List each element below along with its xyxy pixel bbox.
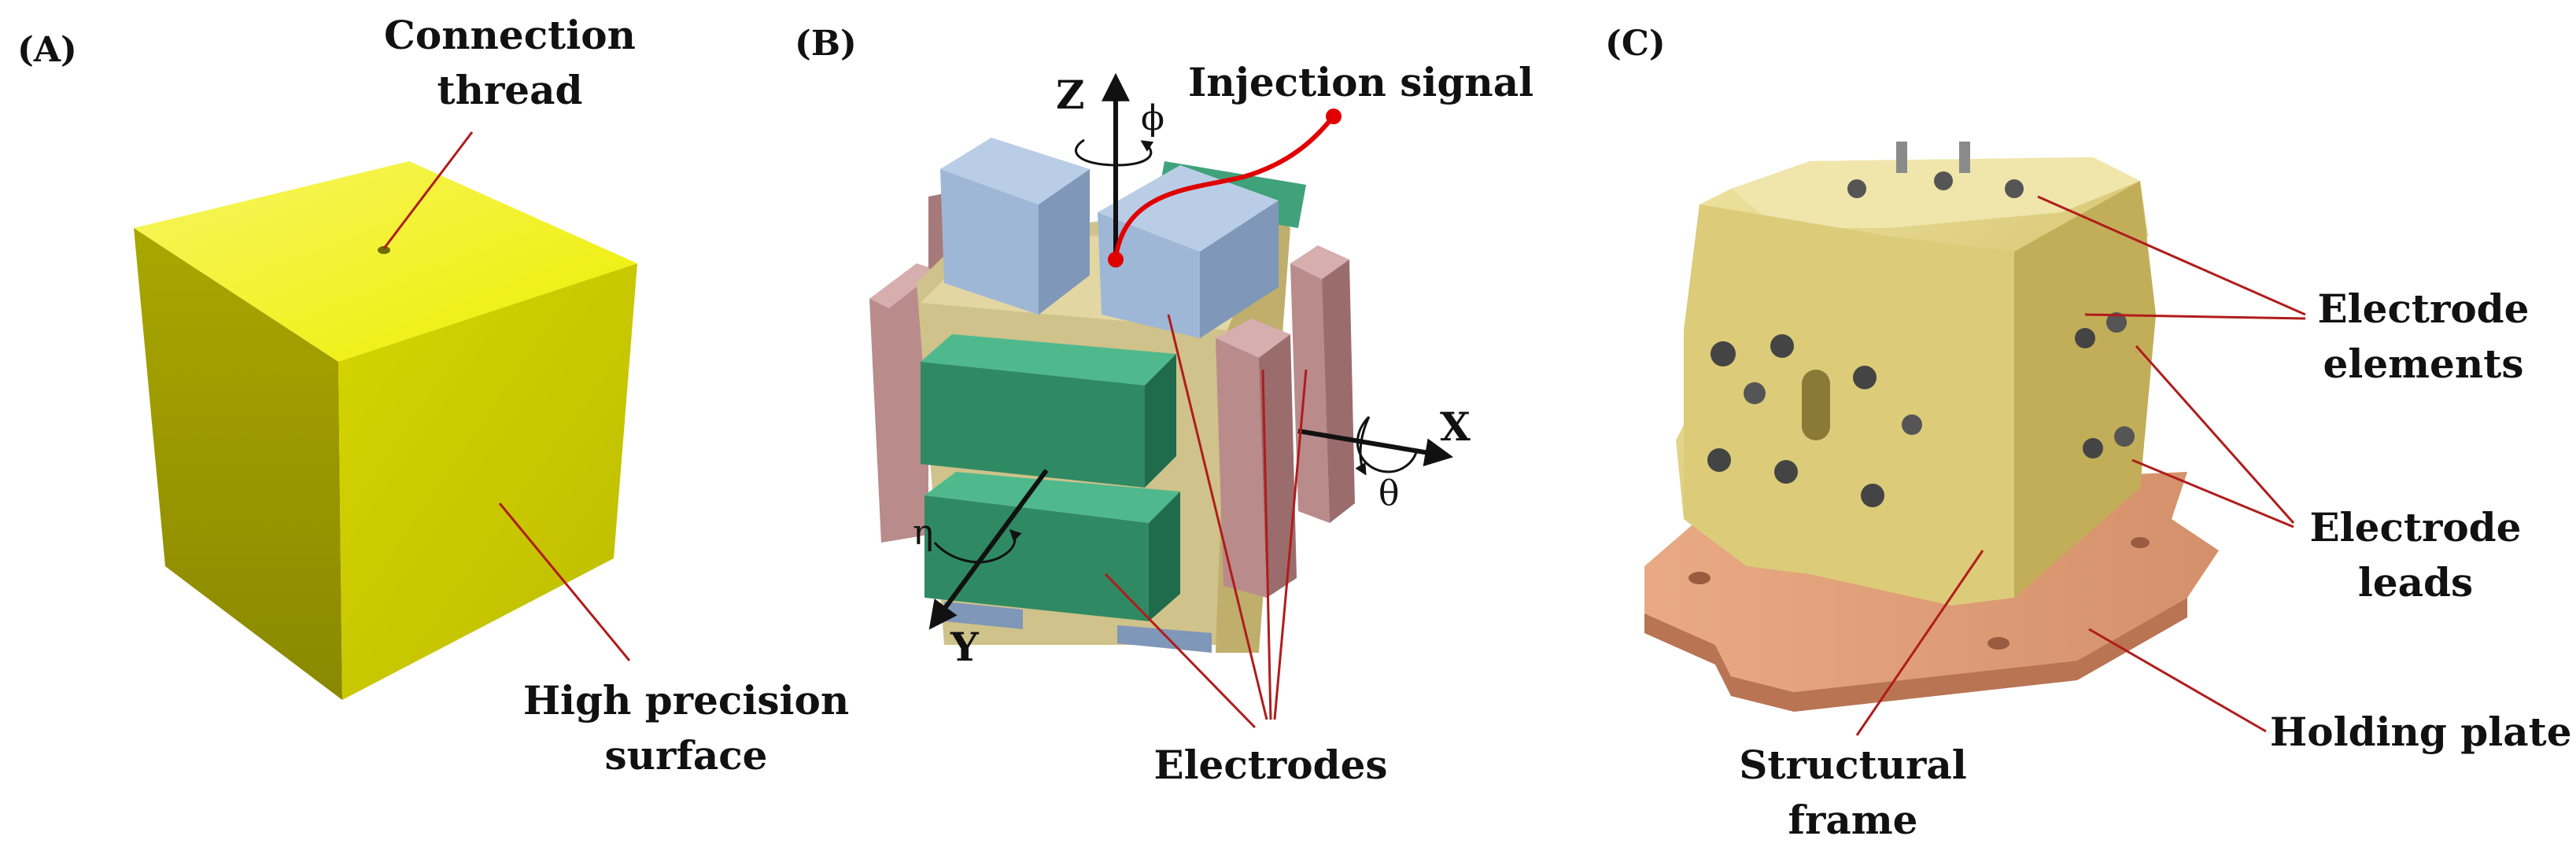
- electrode-elements-label-1: Electrode: [2318, 285, 2530, 332]
- theta-rotation-arrow: [1356, 415, 1418, 473]
- electrode-blue-right: [1098, 165, 1279, 338]
- holding-plate-leader: [2088, 628, 2267, 733]
- proof-mass-cube: [134, 161, 637, 700]
- electrode-pink-right-front: [1216, 319, 1297, 598]
- surface-leader: [498, 503, 631, 661]
- panel-a-label: (A): [17, 30, 77, 70]
- x-axis-label: X: [1440, 403, 1471, 450]
- electrode-bolts: [1707, 142, 2135, 507]
- thread-hole-icon: [378, 246, 390, 254]
- electrode-elements-leader-1: [2037, 195, 2306, 316]
- theta-label: θ: [1378, 473, 1400, 514]
- electrodes-leader-4: [1104, 573, 1257, 729]
- electrode-leads-leader-1: [2135, 345, 2295, 524]
- panel-c-label: (C): [1605, 24, 1666, 64]
- injection-signal-wire: [1113, 115, 1336, 259]
- electrodes-leader-3: [1273, 369, 1308, 720]
- electrode-leads-label-1: Electrode: [2310, 504, 2522, 551]
- eta-rotation-arrow: [933, 528, 1022, 564]
- surface-label-2: surface: [604, 732, 767, 779]
- electrode-blue-left: [940, 138, 1090, 315]
- electrode-leads-label-2: leads: [2358, 559, 2473, 606]
- panel-c: (C): [1605, 24, 2572, 843]
- electrode-green-front-upper: [921, 334, 1176, 488]
- y-axis-arrow: [928, 469, 1049, 630]
- signal-source-icon: [1326, 109, 1342, 124]
- y-axis-label: Y: [950, 624, 980, 670]
- z-axis-label: Z: [1056, 72, 1085, 118]
- structural-frame-label-1: Structural: [1739, 742, 1967, 788]
- electrodes-label: Electrodes: [1153, 742, 1387, 788]
- connection-thread-leader: [382, 131, 474, 249]
- injection-point-icon: [1108, 252, 1124, 267]
- electrode-leads-leader-2: [2131, 458, 2294, 528]
- panel-b-label: (B): [795, 24, 857, 64]
- panel-a: (A) Connection thread High precision sur…: [17, 12, 849, 779]
- x-axis-arrow: [1297, 429, 1454, 466]
- holding-plate-label: Holding plate: [2270, 709, 2572, 755]
- cube-right-face: [338, 263, 637, 700]
- panel-b: (B): [795, 24, 1533, 788]
- surface-label-1: High precision: [523, 677, 849, 724]
- electrode-elements-label-2: elements: [2323, 341, 2524, 387]
- connection-thread-label-1: Connection: [384, 12, 636, 58]
- phi-rotation-arrow: [1075, 138, 1154, 167]
- phi-label: ϕ: [1141, 98, 1164, 138]
- electrodes-leader-2: [1261, 369, 1272, 720]
- electrodes-leader-1: [1167, 314, 1268, 720]
- electrode-pink-right-back: [1290, 245, 1355, 523]
- cube-left-face: [134, 228, 342, 700]
- electrode-pink-left: [869, 263, 928, 543]
- electrode-bottom-left: [944, 602, 1023, 629]
- eta-label: η: [913, 513, 933, 553]
- structural-frame-leader: [1855, 550, 1984, 736]
- structural-frame-label-2: frame: [1788, 797, 1918, 843]
- cube-top-face: [134, 161, 637, 362]
- electrode-green-front-lower: [924, 472, 1180, 621]
- electrode-elements-leader-2: [2084, 313, 2306, 320]
- injection-signal-label: Injection signal: [1188, 59, 1533, 105]
- connection-thread-label-2: thread: [437, 67, 583, 113]
- structural-frame-body: [1676, 157, 2156, 606]
- electrode-bottom-right: [1117, 625, 1212, 653]
